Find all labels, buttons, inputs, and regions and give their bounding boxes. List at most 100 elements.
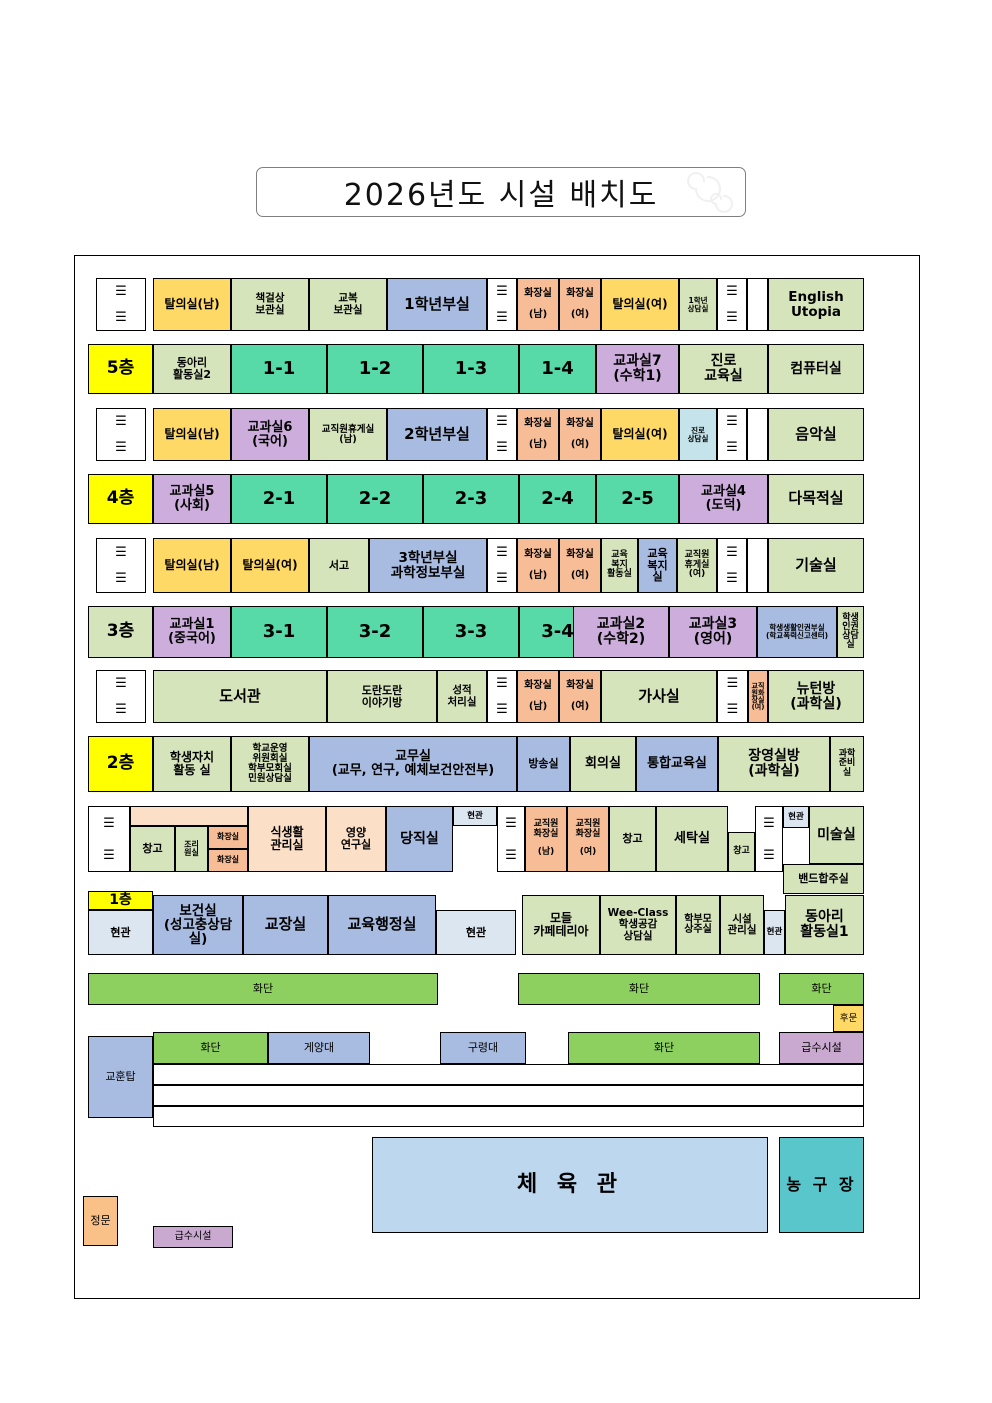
restroom-a: 화장실: [208, 826, 248, 849]
motto-tower: 교훈탑: [88, 1036, 153, 1118]
stairs-icon: ☰☰: [487, 538, 517, 593]
subject-room-1-label: 교과실1(중국어): [168, 617, 216, 646]
library: 도서관: [153, 670, 327, 723]
floor-label-4: 4층: [88, 474, 153, 524]
laundry-room-label: 세탁실: [674, 831, 710, 847]
class-2-5: 2-5: [596, 474, 679, 524]
student-life-rights-office-label: 학생생활인권부실(학교폭력신고센터): [765, 623, 829, 640]
music-room: 음악실: [768, 408, 864, 461]
track-line-1: [153, 1064, 864, 1085]
flowerbed-5-label: 화단: [653, 1041, 675, 1055]
conference-room: 회의실: [570, 736, 636, 792]
education-admin-office: 교육행정실: [328, 895, 436, 955]
class-1-1: 1-1: [231, 344, 327, 394]
gymnasium: 체 육 관: [372, 1137, 768, 1233]
class-1-2: 1-2: [327, 344, 423, 394]
stairs-icon: ☰☰: [96, 278, 146, 331]
technology-room-label: 기술실: [795, 555, 837, 574]
basketball-court-label: 농 구 장: [786, 1174, 857, 1194]
class-1-1-label: 1-1: [262, 357, 296, 379]
white-gap-f1b-label: [729, 813, 754, 825]
conference-room-label: 회의실: [585, 756, 621, 772]
storage-2: 창고: [609, 806, 656, 872]
main-gate-label: 정문: [90, 1214, 111, 1228]
subject-room-6: 교과실6(국어): [231, 408, 309, 461]
spacer-f5-label: [749, 299, 766, 311]
swirl-decoration: [687, 172, 733, 213]
class-2-3: 2-3: [423, 474, 519, 524]
multipurpose-room: 다목적실: [768, 474, 864, 524]
floor-label-1: 1층: [88, 891, 153, 910]
art-room: 미술실: [809, 806, 864, 864]
entrance-small-2-label: 현관: [788, 811, 804, 822]
main-gate: 정문: [83, 1196, 118, 1246]
band-ensemble-room-label: 밴드합주실: [798, 872, 849, 886]
motto-tower-label: 교훈탑: [105, 1070, 136, 1084]
back-gate: 후문: [833, 1005, 864, 1032]
subject-room-2-label: 교과실2(수학2): [596, 616, 646, 647]
changing-room-female: 탈의실(여): [601, 408, 679, 461]
home-economics-room: 가사실: [601, 670, 717, 723]
laundry-room: 세탁실: [656, 806, 728, 872]
bell-stand: 구령대: [440, 1032, 526, 1064]
changing-room-female-label: 탈의실(여): [242, 558, 298, 573]
track-line-3-label: [155, 1111, 862, 1123]
newton-room-label: 뉴턴방(과학실): [790, 680, 842, 712]
spacer-f4-label: [749, 429, 766, 441]
class-2-2-label: 2-2: [358, 487, 392, 509]
restroom-a-label: 화장실: [216, 832, 240, 842]
spacer-f5: [747, 278, 768, 331]
integrated-education-room-label: 통합교육실: [647, 756, 707, 772]
changing-room-male-label: 탈의실(남): [164, 297, 220, 312]
stairs-icon: ☰☰: [755, 806, 783, 872]
flowerbed-1-label: 화단: [252, 982, 274, 996]
flowerbed-4-label: 화단: [200, 1041, 221, 1055]
storage-label: 창고: [142, 842, 163, 856]
page-title-box: 2026년도 시설 배치도: [256, 167, 746, 217]
principal-office: 교장실: [243, 895, 328, 955]
subject-room-7-label: 교과실7(수학1): [613, 353, 662, 384]
water-facility-top: 급수시설: [779, 1032, 864, 1064]
entrance-small: 현관: [453, 806, 497, 826]
subject-room-3-label: 교과실3(영어): [688, 616, 738, 647]
changing-room-female-label: 탈의실(여): [612, 427, 668, 442]
education-admin-office-label: 교육행정실: [347, 915, 417, 934]
grade2-office: 2학년부실: [387, 408, 487, 461]
floor-label-1-label: 1층: [109, 892, 132, 909]
stairs-icon: ☰☰: [96, 670, 146, 723]
restroom-male-label: 화장실 (남): [524, 679, 552, 712]
entrance-right: 현관: [764, 910, 785, 955]
flowerbed-5: 화단: [568, 1032, 760, 1064]
white-gap-f1c-label: [784, 844, 808, 856]
spacer-f3-label: [749, 560, 766, 572]
changing-room-male: 탈의실(남): [153, 408, 231, 461]
water-facility-top-label: 급수시설: [801, 1041, 842, 1055]
jangyeongsil-room-label: 장영실방(과학실): [748, 748, 800, 779]
entrance-main-left: 현관: [88, 910, 153, 955]
class-2-3-label: 2-3: [454, 487, 488, 509]
water-facility-bottom: 급수시설: [153, 1226, 233, 1248]
class-3-3-label: 3-3: [454, 620, 488, 642]
integrated-education-room: 통합교육실: [636, 736, 718, 792]
restroom-b: 화장실: [208, 849, 248, 872]
changing-room-female: 탈의실(여): [231, 538, 309, 593]
